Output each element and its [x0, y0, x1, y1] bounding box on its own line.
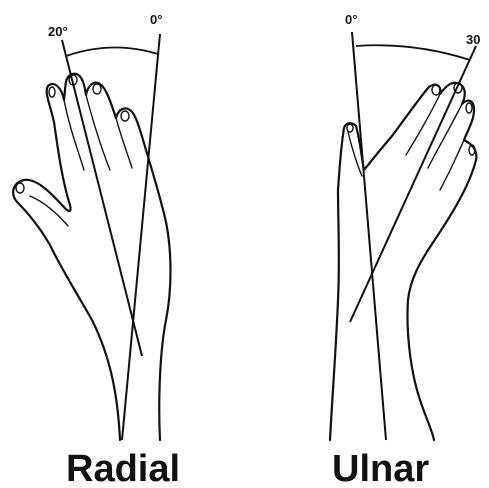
ulnar-nail-1: [432, 85, 440, 95]
radial-finger-line-3: [116, 118, 132, 168]
radial-nail-3: [93, 84, 101, 94]
radial-thumb-nail: [16, 183, 24, 193]
ulnar-thumb-nail: [347, 124, 353, 132]
ulnar-figure: 0° 30 Ulnar: [330, 12, 480, 488]
ulnar-finger-line-3: [440, 140, 464, 190]
radial-neutral-axis: [122, 34, 160, 440]
ulnar-deviated-angle-label: 30: [466, 32, 480, 47]
ulnar-nail-3: [466, 103, 472, 113]
ulnar-caption: Ulnar: [332, 448, 429, 488]
radial-thumb-crease: [30, 196, 68, 226]
radial-hand-outline: [13, 74, 170, 440]
radial-figure: 20° 0° Radial: [13, 12, 180, 488]
radial-deviated-axis: [62, 40, 142, 356]
radial-nail-1: [49, 87, 55, 97]
radial-deviated-angle-label: 20°: [48, 24, 68, 39]
radial-neutral-angle-label: 0°: [150, 12, 162, 27]
radial-angle-arc: [66, 47, 158, 56]
radial-caption: Radial: [66, 448, 180, 488]
ulnar-neutral-angle-label: 0°: [345, 12, 357, 27]
ulnar-angle-arc: [356, 45, 470, 60]
radial-nail-4: [121, 111, 129, 121]
ulnar-neutral-axis: [352, 32, 386, 440]
ulnar-finger-line-1: [406, 94, 440, 155]
ulnar-hand-outline: [330, 83, 476, 440]
radial-finger-line-2: [86, 95, 110, 170]
radial-finger-line-1: [64, 100, 84, 170]
